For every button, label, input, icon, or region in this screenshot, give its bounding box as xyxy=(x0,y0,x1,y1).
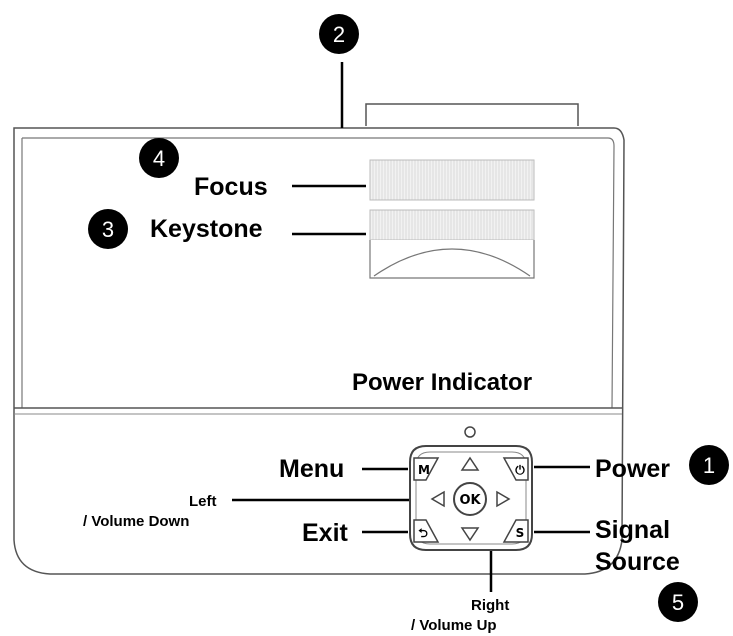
callout-2: 2 xyxy=(319,14,359,54)
source-button[interactable]: S xyxy=(502,519,529,543)
exit-label: Exit xyxy=(302,519,349,547)
ok-button[interactable]: OK xyxy=(453,482,487,516)
left-label: Left xyxy=(189,493,217,510)
lens-housing xyxy=(369,240,535,279)
callout-4: 4 xyxy=(139,138,179,178)
right-label: Right xyxy=(471,597,509,614)
callout-1: 1 xyxy=(689,445,729,485)
volume-up-label: / Volume Up xyxy=(411,617,497,634)
signal-label: Signal xyxy=(595,516,670,544)
volume-down-label: / Volume Down xyxy=(83,513,189,530)
arrow-left-icon xyxy=(430,490,445,508)
power-button[interactable]: ⏻ xyxy=(502,457,529,481)
power-icon: ⏻ xyxy=(515,463,525,477)
left-button[interactable] xyxy=(430,490,445,508)
svg-text:S: S xyxy=(516,526,525,540)
svg-text:M: M xyxy=(418,463,430,477)
menu-label: Menu xyxy=(279,455,344,483)
svg-text:3: 3 xyxy=(102,217,114,242)
callout-3: 3 xyxy=(88,209,128,249)
top-bump xyxy=(365,103,579,126)
source-label: Source xyxy=(595,548,680,576)
up-button[interactable] xyxy=(460,456,480,471)
down-button[interactable] xyxy=(460,527,480,542)
power-label: Power xyxy=(595,455,670,483)
focus-label: Focus xyxy=(194,173,268,201)
keystone-label: Keystone xyxy=(150,215,263,243)
arrow-right-icon xyxy=(496,490,511,508)
exit-button[interactable]: ⮌ xyxy=(413,519,440,543)
svg-text:5: 5 xyxy=(672,590,684,615)
keystone-wheel[interactable] xyxy=(369,209,535,241)
power-indicator-led xyxy=(464,426,476,438)
arrow-down-icon xyxy=(460,527,480,542)
svg-text:4: 4 xyxy=(153,146,165,171)
svg-text:1: 1 xyxy=(703,453,715,478)
return-icon: ⮌ xyxy=(418,526,428,540)
svg-text:2: 2 xyxy=(333,22,345,47)
menu-button[interactable]: M xyxy=(413,457,440,481)
arrow-up-icon xyxy=(460,456,480,471)
focus-wheel[interactable] xyxy=(369,159,535,201)
right-button[interactable] xyxy=(496,490,511,508)
svg-text:OK: OK xyxy=(459,493,481,508)
power-indicator-label: Power Indicator xyxy=(352,369,532,396)
callout-5: 5 xyxy=(658,582,698,622)
